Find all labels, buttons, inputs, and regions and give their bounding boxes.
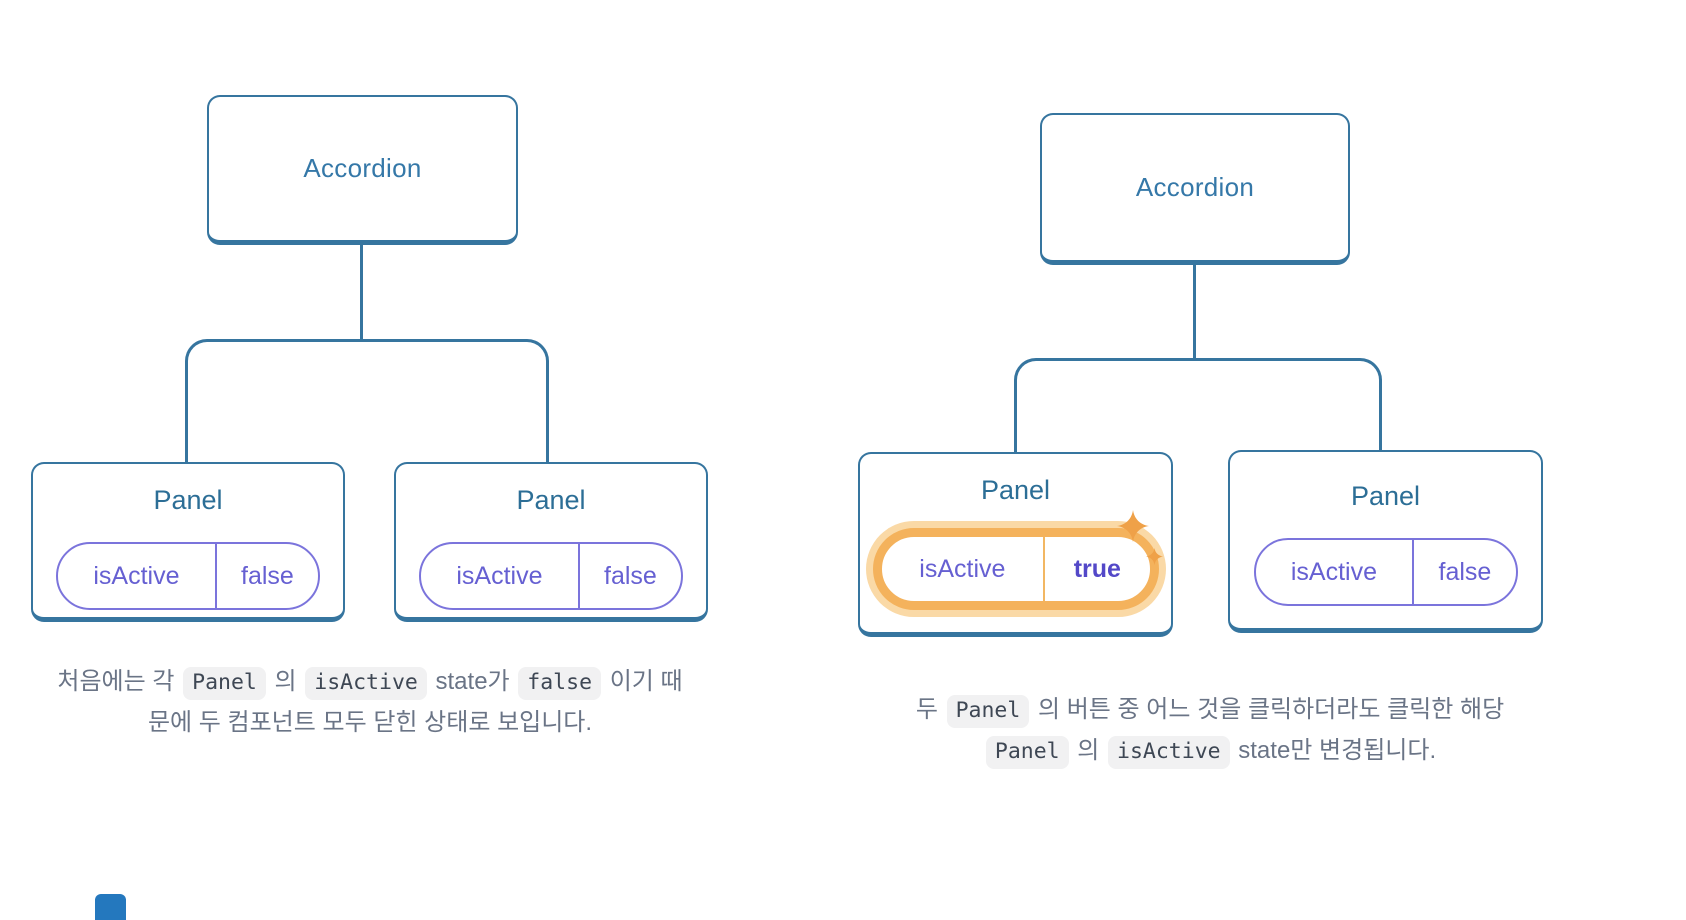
caption-text: state가 — [428, 668, 517, 695]
state-value-true-label: true — [1043, 537, 1149, 601]
left-panel-2-state-pill: isActive false — [419, 542, 683, 610]
right-panel-1-state-pill-highlighted: isActive true — [872, 528, 1159, 610]
right-panel-2-state-pill: isActive false — [1253, 538, 1518, 606]
right-panel-2-title: Panel — [1350, 481, 1421, 511]
left-tree-bracket-line — [185, 339, 549, 462]
left-panel-2-box: Panel isActive false — [394, 462, 708, 622]
code-chip-panel: Panel — [183, 667, 266, 700]
caption-text: 의 — [267, 668, 304, 695]
partial-cutoff-element — [95, 894, 126, 920]
caption-text: 두 — [915, 696, 945, 723]
code-chip-isactive: isActive — [1108, 736, 1230, 769]
state-value-label: false — [214, 544, 318, 608]
right-caption: 두 Panel 의 버튼 중 어느 것을 클릭하더라도 클릭한 해당 Panel… — [872, 690, 1548, 772]
sparkle-small-icon — [1146, 548, 1163, 565]
code-chip-panel: Panel — [946, 695, 1030, 728]
state-value-label: false — [1412, 540, 1515, 604]
code-chip-isactive: isActive — [305, 667, 427, 700]
left-accordion-label: Accordion — [303, 153, 422, 183]
code-chip-false: false — [518, 667, 602, 700]
left-panel-1-state-pill: isActive false — [56, 542, 320, 610]
code-chip-panel: Panel — [985, 736, 1069, 769]
right-tree-stem-line — [1193, 265, 1196, 360]
caption-text: 이기 때문에 두 컴포넌트 모두 닫힌 상태로 보입니다. — [147, 668, 683, 736]
right-panel-1-box: Panel isActive true — [858, 452, 1173, 637]
right-accordion-label: Accordion — [1135, 172, 1255, 202]
left-caption: 처음에는 각 Panel 의 isActive state가 false 이기 … — [48, 662, 692, 743]
left-panel-1-title: Panel — [153, 485, 223, 515]
left-panel-2-title: Panel — [516, 485, 586, 515]
state-value-label: false — [577, 544, 681, 608]
left-tree-stem-line — [360, 245, 363, 341]
right-tree-bracket-line — [1014, 358, 1382, 452]
caption-text: 처음에는 각 — [57, 668, 182, 695]
caption-text: 의 — [1070, 737, 1107, 764]
state-key-label: isActive — [1290, 557, 1377, 586]
caption-text: state만 변경됩니다. — [1231, 737, 1437, 764]
right-panel-2-box: Panel isActive false — [1228, 450, 1543, 633]
left-panel-1-box: Panel isActive false — [31, 462, 345, 622]
right-accordion-box: Accordion — [1040, 113, 1350, 265]
left-accordion-box: Accordion — [207, 95, 518, 245]
state-key-label: isActive — [919, 554, 1006, 583]
sparkle-icon — [1117, 510, 1149, 542]
right-panel-1-title: Panel — [980, 475, 1051, 505]
caption-text: 의 버튼 중 어느 것을 클릭하더라도 클릭한 해당 — [1031, 696, 1505, 723]
state-key-label: isActive — [456, 561, 543, 590]
state-key-label: isActive — [93, 561, 180, 590]
